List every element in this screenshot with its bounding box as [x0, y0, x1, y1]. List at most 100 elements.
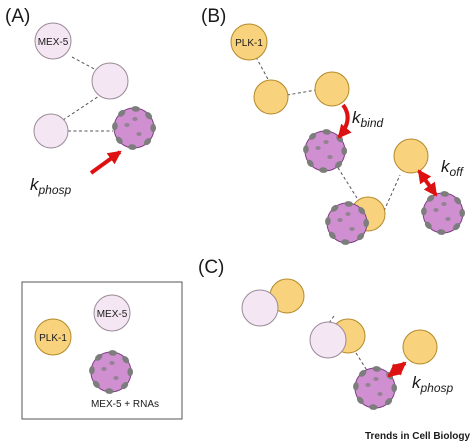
rate-kphosp-c: kphosp	[412, 373, 454, 395]
rna-blob	[115, 136, 123, 144]
legend-plk1-label: PLK-1	[39, 333, 67, 344]
panel-a: (A) MEX-5 kphosp	[5, 6, 156, 197]
phosphorylation-arrow	[387, 361, 407, 378]
mex5-molecule	[241, 289, 279, 327]
rna-blob	[373, 377, 379, 381]
rna-blob	[113, 376, 119, 380]
rna-blob	[459, 208, 466, 218]
legend-box	[21, 281, 183, 420]
link	[286, 89, 317, 96]
rna-blob	[445, 217, 451, 221]
rna-blob	[306, 159, 314, 167]
rna-blob	[363, 218, 370, 228]
plk1-molecule	[393, 138, 429, 174]
rna-blob	[325, 217, 331, 226]
legend-complex-label: MEX-5 + RNAs	[91, 399, 159, 410]
rna-blob	[454, 197, 462, 205]
mex5-label: MEX-5	[38, 37, 69, 48]
legend-plk1: PLK-1	[34, 318, 72, 356]
rna-blob	[323, 140, 329, 144]
rna-blob	[319, 167, 328, 173]
rna-blob	[122, 356, 130, 364]
rna-blob	[124, 123, 130, 127]
rna-blob	[365, 383, 371, 387]
link	[383, 174, 401, 212]
rna-blob	[128, 144, 137, 150]
rna-blob	[327, 155, 333, 159]
link	[255, 56, 271, 84]
rna-blob	[344, 201, 353, 207]
legend-mex5: MEX-5	[93, 294, 131, 332]
rate-koff: koff	[441, 157, 465, 179]
link	[62, 93, 103, 121]
unbinding-arrow	[417, 169, 438, 197]
rna-blob	[144, 138, 152, 146]
rna-blob	[359, 369, 367, 377]
plk1-molecule	[402, 329, 438, 365]
rna-blob	[372, 366, 381, 372]
mex5-molecule: MEX-5	[34, 22, 72, 60]
rna-blob	[391, 383, 397, 393]
rna-blob	[109, 361, 115, 365]
mex5-circle	[93, 294, 131, 332]
plk1-molecule	[253, 79, 289, 115]
link	[323, 315, 335, 331]
rna-blob	[118, 109, 126, 117]
rna-blob	[349, 227, 355, 231]
rna-blob	[136, 132, 142, 136]
plk1-molecule	[314, 71, 350, 107]
rna-blob	[335, 161, 343, 169]
legend-mex5-label: MEX-5	[97, 309, 128, 320]
mex5-molecule	[309, 321, 347, 359]
rna-blob	[358, 207, 366, 215]
rna-blob	[92, 380, 100, 388]
rna-blob	[369, 404, 378, 410]
rna-blob	[303, 145, 309, 154]
rna-blob	[424, 221, 432, 229]
plk1-circle	[230, 23, 268, 61]
rna-blob	[328, 231, 336, 239]
rna-blob	[108, 350, 117, 356]
rna-blob	[437, 229, 446, 235]
rna-blob	[377, 392, 383, 396]
rna-blob	[441, 202, 447, 206]
rna-blob	[357, 233, 365, 241]
legend: MEX-5 PLK-1 MEX-5 + RNAs	[21, 281, 183, 420]
rna-blob	[150, 123, 156, 133]
panel-a-label: (A)	[5, 6, 30, 27]
rna-blob	[385, 398, 393, 406]
rna-blob	[145, 112, 153, 120]
rna-blob	[322, 129, 331, 135]
panel-b-label: (B)	[201, 6, 226, 27]
rna-blob	[105, 388, 114, 394]
legend-mex5-rna-complex	[89, 350, 133, 394]
panel-c-label: (C)	[198, 257, 224, 278]
rate-kphosp-a: kphosp	[30, 175, 72, 197]
rna-blob	[89, 366, 95, 375]
rna-blob	[309, 132, 317, 140]
rna-blob	[331, 204, 339, 212]
rna-blob	[127, 367, 133, 377]
mex5-molecule	[91, 62, 129, 100]
plk1-molecule: PLK-1	[230, 23, 268, 61]
rna-blob	[95, 353, 103, 361]
mex5-rna-complex	[421, 191, 466, 235]
phosphorylation-arrow	[89, 150, 122, 175]
rna-blob	[356, 396, 364, 404]
link	[71, 56, 99, 72]
rna-blob	[315, 146, 321, 150]
plk1-circle	[34, 318, 72, 356]
rna-blob	[121, 382, 129, 390]
panel-c: (C) kphosp	[198, 257, 454, 410]
rna-blob	[112, 122, 118, 131]
rna-blob	[453, 223, 461, 231]
rna-blob	[132, 117, 138, 121]
rna-blob	[101, 367, 107, 371]
journal-credit: Trends in Cell Biology	[365, 431, 470, 442]
rna-blob	[440, 191, 449, 197]
panel-b: (B) PLK-1 kbind koff	[201, 6, 466, 245]
mex5-rna-complex	[112, 106, 156, 150]
binding-arrow	[337, 103, 352, 139]
mex5-rna-complex	[325, 201, 370, 245]
